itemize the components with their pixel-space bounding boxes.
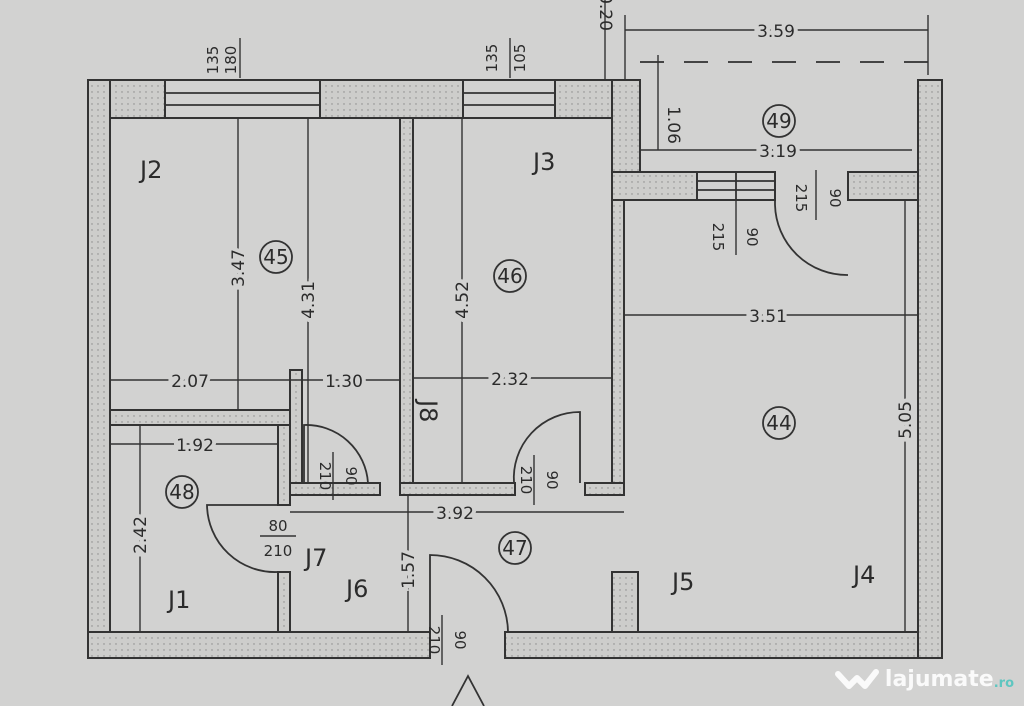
wall-bath-a	[289, 369, 303, 484]
door-49-bottom: 215	[792, 184, 810, 213]
dim-3-59: 3.59	[757, 22, 795, 42]
wall-46-44	[611, 199, 625, 496]
door-48-bottom: 210	[264, 542, 293, 560]
wall-pillar	[611, 571, 639, 633]
label-j4: J4	[851, 561, 875, 589]
dim-0-20: 0.20	[595, 0, 615, 31]
doors	[206, 200, 849, 633]
room-47: 47	[502, 536, 527, 560]
walls	[87, 79, 943, 659]
lajumate-logo: lajumate.ro	[834, 666, 1014, 692]
door-entry	[429, 554, 509, 633]
label-j5: J5	[670, 568, 694, 596]
dim-3-92: 3.92	[436, 504, 474, 524]
dim-1-06: 1.06	[663, 106, 683, 144]
window-44-top: 90	[743, 227, 761, 246]
north-arrow-icon	[451, 674, 485, 706]
wall-bottom-right	[504, 631, 943, 659]
label-j6: J6	[344, 575, 368, 603]
door-48-top: 80	[268, 517, 287, 535]
label-j3: J3	[531, 148, 555, 176]
window-45-top: 180	[222, 46, 240, 75]
wall-right	[917, 79, 943, 659]
dim-1-57: 1.57	[399, 551, 419, 589]
label-j8: J8	[414, 398, 442, 422]
wall-48-right-a	[277, 424, 291, 506]
dimension-lines	[110, 0, 929, 632]
door-49	[774, 200, 849, 276]
dim-2-07: 2.07	[171, 372, 209, 392]
wall-corridor-b	[399, 482, 516, 496]
room-45: 45	[263, 245, 288, 269]
window-44-bottom: 215	[709, 223, 727, 252]
wall-corridor-a	[289, 482, 381, 496]
label-j7: J7	[303, 544, 327, 572]
wall-bottom-left	[87, 631, 431, 659]
wall-corridor-c	[584, 482, 625, 496]
door-48	[206, 504, 279, 573]
door-46	[512, 411, 581, 484]
label-j2: J2	[138, 156, 162, 184]
dim-2-32: 2.32	[491, 370, 529, 390]
dim-3-19: 3.19	[759, 142, 797, 162]
door-46-bottom: 210	[517, 466, 535, 495]
door-45	[303, 424, 369, 484]
door-49-top: 90	[826, 188, 844, 207]
entry-door-bottom: 210	[425, 626, 443, 655]
logo-name: lajumate	[884, 666, 994, 692]
dim-3-47: 3.47	[229, 249, 249, 287]
wall-49-bottom-b	[847, 171, 919, 201]
wall-45-46	[399, 117, 414, 491]
window-45	[164, 79, 321, 119]
dim-4-52: 4.52	[453, 281, 473, 319]
dim-1-30: 1.30	[325, 372, 363, 392]
opening-labels: 180 135 105 135 90 215 90 215 90 210 90 …	[204, 38, 844, 665]
window-46	[462, 79, 556, 119]
room-48: 48	[169, 480, 194, 504]
door-45-top: 90	[342, 466, 360, 485]
room-numbers: 45 46 44 47 48 49	[165, 104, 796, 565]
room-46: 46	[497, 264, 522, 288]
wall-45-48	[109, 409, 291, 426]
dim-2-42: 2.42	[131, 516, 151, 554]
window-45-bottom: 135	[204, 46, 222, 75]
label-j1: J1	[166, 586, 190, 614]
window-46-top: 105	[511, 44, 529, 73]
wall-left	[87, 79, 111, 659]
dim-3-51: 3.51	[749, 307, 787, 327]
door-46-top: 90	[543, 470, 561, 489]
window-46-bottom: 135	[483, 44, 501, 73]
handshake-logo-icon	[834, 669, 879, 689]
dim-1-92: 1.92	[176, 436, 214, 456]
room-44: 44	[766, 411, 791, 435]
point-labels: J1 J2 J3 J4 J5 J6 J7 J8	[138, 148, 875, 614]
wall-48-right-b	[277, 571, 291, 633]
door-45-bottom: 210	[316, 462, 334, 491]
room-49: 49	[766, 109, 791, 133]
dim-4-31: 4.31	[299, 281, 319, 319]
dim-5-05: 5.05	[896, 401, 916, 439]
logo-tld: .ro	[993, 675, 1014, 691]
entry-door-top: 90	[451, 630, 469, 649]
